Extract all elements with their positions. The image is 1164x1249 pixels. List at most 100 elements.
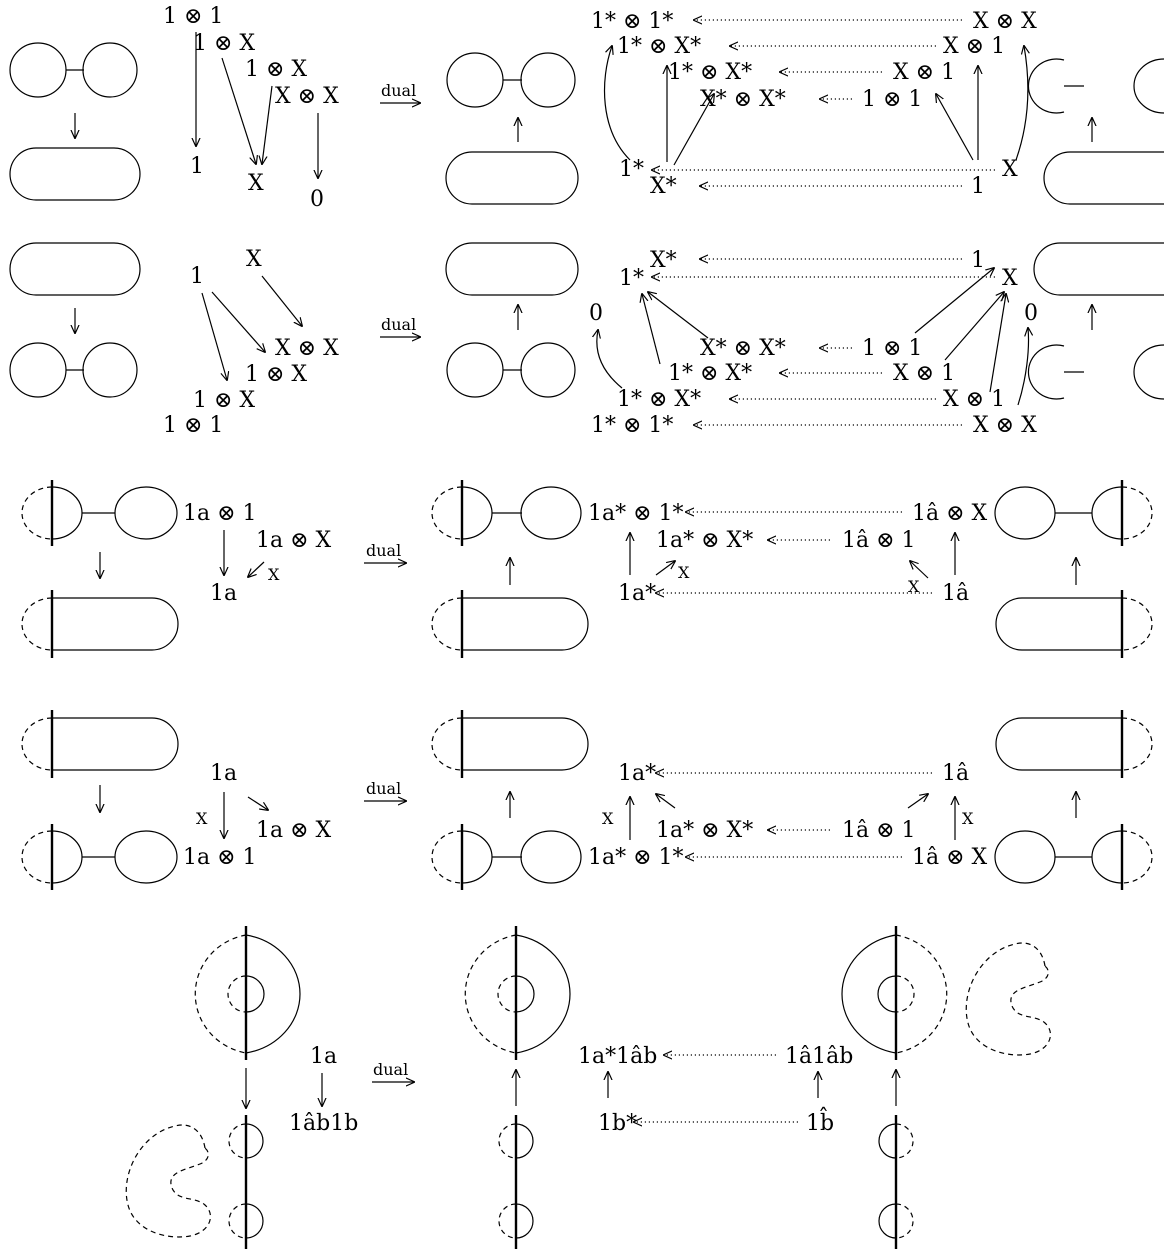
r2-node-a: 1 ⊗ X [245,362,307,387]
r4-node-b: 1a ⊗ X [256,818,332,843]
row4-dual-cobordism-right [995,710,1152,890]
dual-label: dual [381,81,416,100]
r1-dual-r1r: X ⊗ X [973,9,1037,34]
r5-dual-bl: 1b* [598,1111,637,1136]
r3-x-label: X [268,565,280,584]
row3-dual-map: 1a* ⊗ 1* 1â ⊗ X 1a* ⊗ X* 1â ⊗ 1 1a* 1â X… [588,501,988,606]
r2-node-b: 1 ⊗ X [193,388,255,413]
row2-dual-arrow: dual [380,315,420,337]
r1-dual-r1l: 1* ⊗ 1* [591,9,673,34]
r2-dual-r4r: 1 ⊗ 1 [862,336,922,361]
row4-dual-cobordism-left [432,710,588,890]
r2-node-c: 1 ⊗ 1 [163,413,223,438]
row1-dual-map: 1* ⊗ 1* X ⊗ X 1* ⊗ X* X ⊗ 1 1* ⊗ X* X ⊗ … [591,9,1037,199]
r1-target-x: X [248,171,264,196]
r1-dual-b1r: 1 [971,174,985,199]
r1-dual-r4l: X* ⊗ X* [700,87,786,112]
r1-node-c: X ⊗ X [275,84,339,109]
r3-dual-r2l: 1a* ⊗ X* [656,528,753,553]
r1-dual-b2r: X [1002,157,1018,182]
dual-label: dual [366,541,401,560]
r3-dual-r1r: 1â ⊗ X [912,501,988,526]
r1-dual-r3r: X ⊗ 1 [893,60,955,85]
row-3: 1a ⊗ 1 1a ⊗ X 1a X dual [22,480,1152,658]
row1-left-cobordism [10,43,140,200]
row-2: X 1 X ⊗ X 1 ⊗ X 1 ⊗ X 1 ⊗ 1 dual [10,243,1164,438]
r2-dual-t1l: X* [650,248,677,273]
row4-dual-map: 1a* 1â 1a* ⊗ X* 1â ⊗ 1 1a* ⊗ 1* 1â ⊗ X X… [588,761,988,870]
r2-dual-r3l: 1* ⊗ X* [668,361,752,386]
r3-dual-r2r: 1â ⊗ 1 [842,528,916,553]
r1-dual-r3l: 1* ⊗ X* [668,60,752,85]
r1-dual-b1l: 1* [619,157,644,182]
r3-dual-r1l: 1a* ⊗ 1* [588,501,684,526]
r2-dual-r1r: X ⊗ X [973,413,1037,438]
row2-left-map: X 1 X ⊗ X 1 ⊗ X 1 ⊗ X 1 ⊗ 1 [163,247,339,438]
row2-dual-map: X* 1 1* X 0 0 X* ⊗ X* 1 ⊗ 1 1* ⊗ X* X ⊗ … [589,248,1038,438]
row2-dual-cobordism-left [446,243,578,397]
row4-left-map: 1a 1a ⊗ X 1a ⊗ 1 X [183,761,332,870]
r3-node-b: 1a ⊗ X [256,528,332,553]
r2-dual-t1r: 1 [971,248,985,273]
row5-left-cobordism [126,926,300,1249]
dual-label: dual [381,315,416,334]
r1-node-top: 1 ⊗ 1 [163,4,223,29]
r3-dual-x2: X [908,577,920,596]
r4-node-a: 1a [210,761,237,786]
r3-node-c: 1a [210,581,237,606]
r1-dual-r2r: X ⊗ 1 [943,34,1005,59]
row2-left-cobordism [10,243,140,397]
r4-node-c: 1a ⊗ 1 [183,845,257,870]
row5-dual-cobordism-left [465,926,570,1249]
r4-dual-r2r: 1â ⊗ 1 [842,818,916,843]
r2-source-x: X [246,247,262,272]
r1-dual-r4r: 1 ⊗ 1 [862,87,922,112]
r5-dual-br: 1b̂ [806,1107,834,1136]
row3-left-map: 1a ⊗ 1 1a ⊗ X 1a X [183,501,332,606]
r1-target-0: 0 [310,187,324,212]
row4-dual-arrow: dual [364,779,406,801]
r3-node-a: 1a ⊗ 1 [183,501,257,526]
row5-dual-arrow: dual [372,1060,414,1082]
row1-left-map: 1 ⊗ 1 1 ⊗ X 1 ⊗ X X ⊗ X 1 X 0 [163,4,339,212]
row3-dual-cobordism-left [432,480,588,658]
r5-node-a: 1a [310,1044,337,1069]
r2-dual-r4l: X* ⊗ X* [700,336,786,361]
row5-left-map: 1a 1âb1b [289,1044,358,1136]
r5-node-b: 1âb1b [289,1111,358,1136]
r4-dual-r3l: 1a* ⊗ 1* [588,845,684,870]
r4-dual-r2l: 1a* ⊗ X* [656,818,753,843]
row-5: 1a 1âb1b dual [126,926,1050,1249]
r4-dual-r3r: 1â ⊗ X [912,845,988,870]
r4-dual-x2: X [962,809,974,828]
r1-target-1: 1 [190,154,204,179]
row4-left-cobordism [22,710,178,890]
row1-dual-arrow: dual [380,81,420,103]
row1-dual-cobordism-right [1028,59,1164,204]
r2-dual-zl: 0 [589,301,603,326]
r1-node-b: 1 ⊗ X [245,57,307,82]
row-4: 1a 1a ⊗ X 1a ⊗ 1 X dual [22,710,1152,890]
row3-left-cobordism [22,480,178,658]
row2-dual-cobordism-right [1028,243,1164,399]
r3-dual-r3l: 1a* [618,581,656,606]
r4-dual-x1: X [602,809,614,828]
r2-dual-r2l: 1* ⊗ X* [617,387,701,412]
row5-dual-cobordism-right [842,926,1050,1249]
r4-dual-r1l: 1a* [618,761,656,786]
row3-dual-arrow: dual [364,541,406,563]
row-1: 1 ⊗ 1 1 ⊗ X 1 ⊗ X X ⊗ X 1 X 0 dual [10,4,1164,212]
r1-dual-b2l: X* [650,174,677,199]
r3-dual-r3r: 1â [942,581,969,606]
r5-dual-tr: 1â1âb [785,1044,853,1069]
r2-dual-r3r: X ⊗ 1 [893,361,955,386]
r2-dual-t2l: 1* [619,266,644,291]
r4-dual-r1r: 1â [942,761,969,786]
r1-dual-r2l: 1* ⊗ X* [617,34,701,59]
r5-dual-tl: 1a*1âb [578,1044,657,1069]
row3-dual-cobordism-right [995,480,1152,658]
row1-dual-cobordism-left [446,53,578,204]
dual-label: dual [366,779,401,798]
r4-x-label: X [196,809,208,828]
